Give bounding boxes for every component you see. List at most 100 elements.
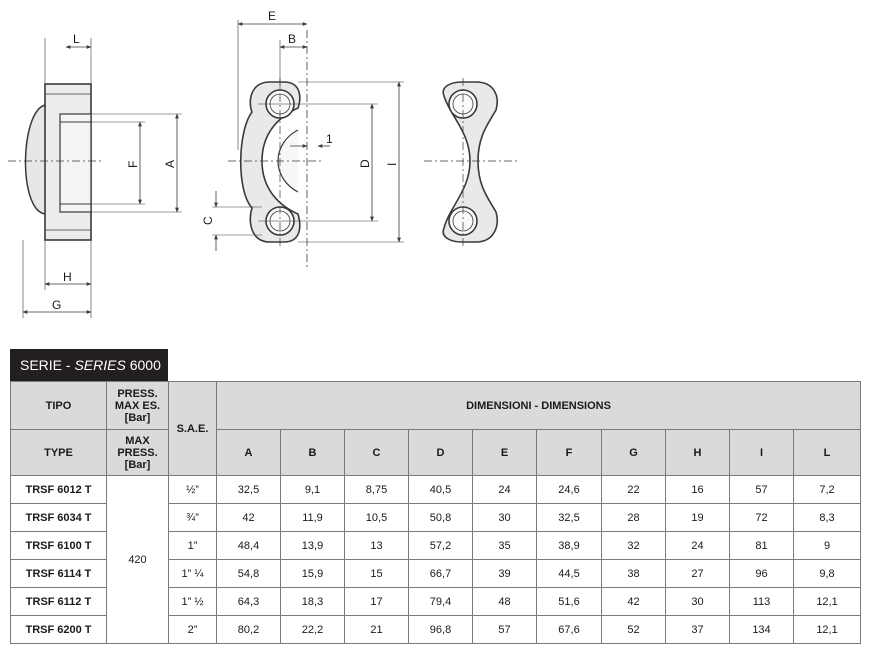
dim-cell: 40,5	[408, 475, 473, 504]
table-row: TRSF 6112 T 1” ½ 64,3 18,3 17 79,4 48 51…	[10, 587, 862, 616]
dim-cell: 24	[665, 531, 730, 560]
dimensions-table: TIPO PRESS. MAX ES. [Bar] S.A.E. DIMENSI…	[10, 381, 862, 644]
header-col-A: A	[216, 429, 281, 476]
dim-cell: 51,6	[536, 587, 602, 616]
dim-cell: 12,1	[792, 587, 862, 616]
dim-cell: 32	[601, 531, 666, 560]
dim-cell: 27	[665, 559, 730, 588]
dim-label-B: B	[288, 32, 296, 46]
dim-cell: 57	[472, 615, 537, 644]
dim-label-D: D	[358, 159, 372, 168]
front-view	[212, 20, 404, 268]
dim-cell: 134	[729, 615, 794, 644]
dim-cell: 13	[344, 531, 409, 560]
dim-label-G: G	[52, 298, 61, 312]
sae-cell: 1”	[168, 531, 217, 560]
dim-cell: 96	[729, 559, 794, 588]
dim-cell: 79,4	[408, 587, 473, 616]
series-italic: SERIES	[74, 357, 126, 373]
dim-cell: 32,5	[536, 503, 602, 532]
dim-cell: 72	[729, 503, 794, 532]
header-col-D: D	[408, 429, 473, 476]
dim-label-H: H	[63, 270, 72, 284]
dim-cell: 11,9	[280, 503, 345, 532]
dim-cell: 15,9	[280, 559, 345, 588]
header-col-L: L	[792, 429, 862, 476]
dim-cell: 113	[729, 587, 794, 616]
type-cell: TRSF 6100 T	[10, 531, 107, 560]
table-row: TRSF 6114 T 1” ¼ 54,8 15,9 15 66,7 39 44…	[10, 559, 862, 588]
type-cell: TRSF 6012 T	[10, 475, 107, 504]
table-row: TRSF 6012 T 420 ½” 32,5 9,1 8,75 40,5 24…	[10, 475, 862, 644]
header-pressure-it: PRESS. MAX ES. [Bar]	[106, 381, 169, 430]
dim-cell: 30	[472, 503, 537, 532]
dim-cell: 28	[601, 503, 666, 532]
dim-cell: 48	[472, 587, 537, 616]
dim-cell: 19	[665, 503, 730, 532]
side-view	[8, 38, 182, 318]
sae-cell: ¾”	[168, 503, 217, 532]
table-row: TRSF 6200 T 2” 80,2 22,2 21 96,8 57 67,6…	[10, 615, 862, 644]
dim-cell: 9,1	[280, 475, 345, 504]
dim-cell: 18,3	[280, 587, 345, 616]
header-col-C: C	[344, 429, 409, 476]
header-type: TYPE	[10, 429, 107, 476]
type-cell: TRSF 6112 T	[10, 587, 107, 616]
dim-cell: 52	[601, 615, 666, 644]
series-title-tab: SERIE - SERIES 6000	[10, 349, 168, 381]
dim-cell: 37	[665, 615, 730, 644]
pressure-cell: 420	[106, 475, 169, 644]
sae-cell: ½”	[168, 475, 217, 504]
dim-cell: 30	[665, 587, 730, 616]
dim-cell: 96,8	[408, 615, 473, 644]
header-col-E: E	[472, 429, 537, 476]
technical-drawing: L H G F A E B 1 D I C	[8, 9, 520, 318]
dim-cell: 57	[729, 475, 794, 504]
dim-label-A: A	[163, 160, 177, 168]
dim-cell: 22	[601, 475, 666, 504]
dim-cell: 32,5	[216, 475, 281, 504]
dim-cell: 44,5	[536, 559, 602, 588]
dim-label-C: C	[201, 216, 215, 225]
header-row-english: TYPE MAX PRESS. [Bar] A B C D E F G H I …	[10, 429, 862, 476]
header-tipo: TIPO	[10, 381, 107, 430]
type-cell: TRSF 6034 T	[10, 503, 107, 532]
dim-cell: 22,2	[280, 615, 345, 644]
dim-cell: 38,9	[536, 531, 602, 560]
dim-cell: 7,2	[792, 475, 862, 504]
dim-cell: 13,9	[280, 531, 345, 560]
dim-cell: 24,6	[536, 475, 602, 504]
header-col-H: H	[665, 429, 730, 476]
dim-label-L: L	[73, 32, 80, 46]
series-prefix: SERIE -	[20, 357, 75, 373]
third-view	[424, 78, 520, 248]
dim-cell: 21	[344, 615, 409, 644]
header-col-G: G	[601, 429, 666, 476]
dim-cell: 81	[729, 531, 794, 560]
dim-cell: 24	[472, 475, 537, 504]
series-number: 6000	[125, 357, 161, 373]
dim-label-F: F	[126, 161, 140, 168]
dim-cell: 50,8	[408, 503, 473, 532]
sae-cell: 1” ¼	[168, 559, 217, 588]
dim-cell: 39	[472, 559, 537, 588]
header-col-I: I	[729, 429, 794, 476]
header-pressure-en: MAX PRESS. [Bar]	[106, 429, 169, 476]
dim-cell: 9	[792, 531, 862, 560]
header-dimensions: DIMENSIONI - DIMENSIONS	[215, 381, 862, 430]
dim-cell: 10,5	[344, 503, 409, 532]
table-row: TRSF 6034 T ¾” 42 11,9 10,5 50,8 30 32,5…	[10, 503, 862, 532]
header-row-italian: TIPO PRESS. MAX ES. [Bar] S.A.E. DIMENSI…	[10, 381, 862, 476]
dim-cell: 66,7	[408, 559, 473, 588]
dim-cell: 57,2	[408, 531, 473, 560]
sae-cell: 2”	[168, 615, 217, 644]
dim-cell: 15	[344, 559, 409, 588]
type-cell: TRSF 6114 T	[10, 559, 107, 588]
dim-cell: 8,75	[344, 475, 409, 504]
header-col-B: B	[280, 429, 345, 476]
dim-cell: 8,3	[792, 503, 862, 532]
dim-label-E: E	[268, 9, 276, 23]
dim-cell: 64,3	[216, 587, 281, 616]
dim-label-1: 1	[326, 132, 333, 146]
dim-cell: 17	[344, 587, 409, 616]
